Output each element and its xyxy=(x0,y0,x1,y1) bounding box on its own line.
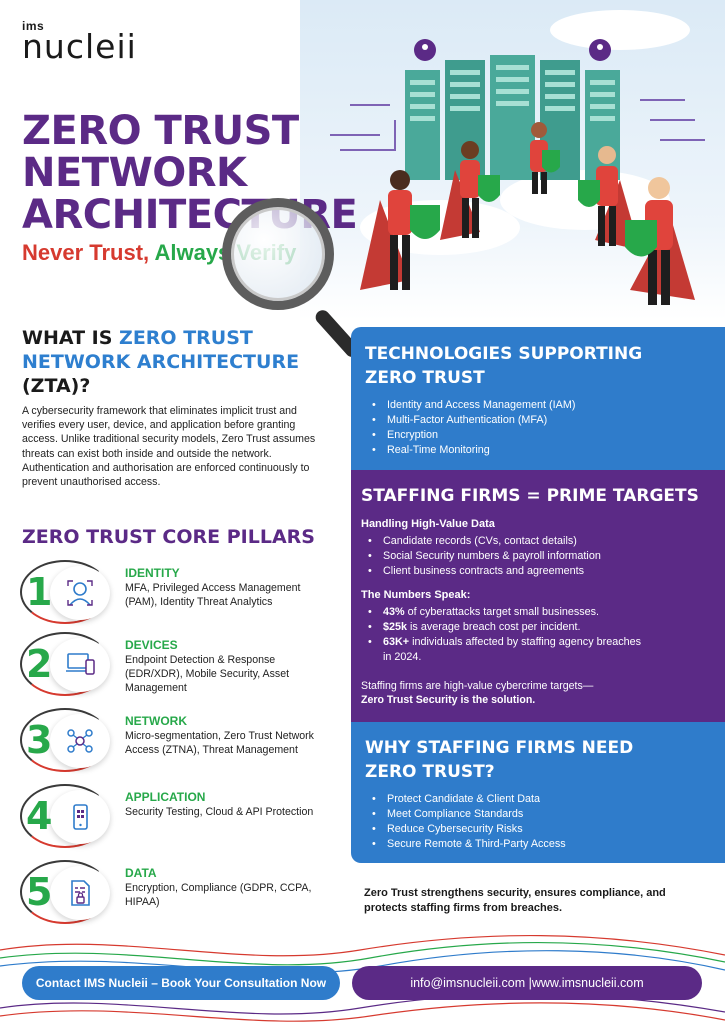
pillar-title: NETWORK xyxy=(125,714,187,728)
stat-text: of cyberattacks target small businesses. xyxy=(404,606,600,618)
pillar-arc xyxy=(20,708,110,772)
list-item: Identity and Access Management (IAM) xyxy=(365,398,725,413)
numbers-list: 43% of cyberattacks target small busines… xyxy=(361,605,651,665)
high-value-data-list: Candidate records (CVs, contact details)… xyxy=(361,534,725,579)
high-value-data-subheading: Handling High-Value Data xyxy=(361,518,495,530)
pillar-arc xyxy=(20,632,110,696)
hero-figures xyxy=(360,122,695,305)
heading-highlight-2: NETWORK ARCHITECTURE xyxy=(22,351,300,373)
staffing-heading: STAFFING FIRMS = PRIME TARGETS xyxy=(361,486,699,506)
list-item: Real-Time Monitoring xyxy=(365,443,725,458)
heading-prefix: WHAT IS xyxy=(22,327,120,349)
network-icon xyxy=(50,714,110,768)
numbers-subheading: The Numbers Speak: xyxy=(361,589,471,601)
ims-nucleii-logo: ims nucleii xyxy=(22,20,137,63)
list-item: $25k is average breach cost per incident… xyxy=(361,620,651,635)
cloud xyxy=(550,10,690,50)
stat-text: individuals affected by staffing agency … xyxy=(383,636,642,663)
list-item: 63K+ individuals affected by staffing ag… xyxy=(361,635,651,665)
pillar-number: 5 xyxy=(26,870,53,914)
contact-info-link[interactable]: info@imsnucleii.com |www.imsnucleii.com xyxy=(352,966,702,1000)
pillar-network: 3 NETWORK Micro-segmentation, Zero Trust… xyxy=(14,708,334,778)
pillar-arc xyxy=(20,784,110,848)
pillar-number: 2 xyxy=(26,642,53,686)
logo-big-text: nucleii xyxy=(22,27,137,66)
heading-highlight-1: ZERO TRUST xyxy=(119,327,253,349)
stat-value: 63K+ xyxy=(383,636,410,648)
pillar-description: Endpoint Detection & Response (EDR/XDR),… xyxy=(125,654,290,694)
core-pillars-heading: ZERO TRUST CORE PILLARS xyxy=(22,526,315,548)
list-item: Meet Compliance Standards xyxy=(365,807,725,822)
list-item: Protect Candidate & Client Data xyxy=(365,792,725,807)
technologies-panel: TECHNOLOGIES SUPPORTING ZERO TRUST Ident… xyxy=(351,327,725,470)
tagline-part-1: Never Trust, xyxy=(22,240,150,265)
mobile-app-icon xyxy=(50,790,110,844)
stat-text: is average breach cost per incident. xyxy=(407,621,581,633)
what-is-zta-body: A cybersecurity framework that eliminate… xyxy=(22,405,316,489)
hero-illustration xyxy=(300,0,725,320)
staffing-firms-panel: STAFFING FIRMS = PRIME TARGETS Handling … xyxy=(351,470,725,722)
list-item: Multi-Factor Authentication (MFA) xyxy=(365,413,725,428)
list-item: Social Security numbers & payroll inform… xyxy=(361,549,725,564)
pillar-title: DATA xyxy=(125,866,157,880)
title-line-2: NETWORK xyxy=(22,150,247,196)
why-list: Protect Candidate & Client Data Meet Com… xyxy=(365,792,725,852)
pillar-description: Micro-segmentation, Zero Trust Network A… xyxy=(125,730,314,756)
pillar-description: Security Testing, Cloud & API Protection xyxy=(125,806,314,818)
pillar-number: 3 xyxy=(26,718,53,762)
note-line-2: Zero Trust Security is the solution. xyxy=(361,694,536,706)
heading-suffix: (ZTA)? xyxy=(22,375,91,397)
pillar-description: MFA, Privileged Access Management (PAM),… xyxy=(125,582,301,608)
magnifier-icon xyxy=(222,198,334,310)
pillar-number: 1 xyxy=(26,570,53,614)
pillar-title: APPLICATION xyxy=(125,790,206,804)
pillar-arc xyxy=(20,560,110,624)
note-line-1: Staffing firms are high-value cybercrime… xyxy=(361,680,594,692)
decorative-waves xyxy=(0,935,725,1022)
user-identity-icon xyxy=(50,566,110,620)
server-heroes-graphic xyxy=(330,39,705,305)
pillar-devices: 2 DEVICES Endpoint Detection & Response … xyxy=(14,632,334,702)
why-heading: WHY STAFFING FIRMS NEED ZERO TRUST? xyxy=(365,738,634,782)
pillar-description: Encryption, Compliance (GDPR, CCPA, HIPA… xyxy=(125,882,312,908)
pillar-number: 4 xyxy=(26,794,53,838)
title-line-1: ZERO TRUST xyxy=(22,108,299,154)
pillar-data: 5 DATA Encryption, Compliance (GDPR, CCP… xyxy=(14,860,334,930)
pillar-arc xyxy=(20,860,110,924)
closing-statement: Zero Trust strengthens security, ensures… xyxy=(364,887,666,914)
list-item: Candidate records (CVs, contact details) xyxy=(361,534,725,549)
list-item: 43% of cyberattacks target small busines… xyxy=(361,605,651,620)
server-racks xyxy=(405,55,620,180)
staffing-note: Staffing firms are high-value cybercrime… xyxy=(361,679,691,707)
why-staffing-panel: WHY STAFFING FIRMS NEED ZERO TRUST? Prot… xyxy=(351,722,725,863)
technologies-list: Identity and Access Management (IAM) Mul… xyxy=(365,398,725,458)
technologies-heading: TECHNOLOGIES SUPPORTING ZERO TRUST xyxy=(365,344,643,388)
contact-button[interactable]: Contact IMS Nucleii – Book Your Consulta… xyxy=(22,966,340,1000)
list-item: Reduce Cybersecurity Risks xyxy=(365,822,725,837)
list-item: Secure Remote & Third-Party Access xyxy=(365,837,725,852)
what-is-zta-heading: WHAT IS ZERO TRUST NETWORK ARCHITECTURE … xyxy=(22,326,342,398)
list-item: Client business contracts and agreements xyxy=(361,564,725,579)
list-item: Encryption xyxy=(365,428,725,443)
stat-value: 43% xyxy=(383,606,405,618)
pillar-identity: 1 IDENTITY MFA, Privileged Access Manage… xyxy=(14,560,334,630)
data-file-icon xyxy=(50,866,110,920)
devices-icon xyxy=(50,638,110,692)
stat-value: $25k xyxy=(383,621,408,633)
pillar-title: IDENTITY xyxy=(125,566,180,580)
logo-small-text: ims xyxy=(22,19,45,33)
pillar-title: DEVICES xyxy=(125,638,178,652)
pillar-application: 4 APPLICATION Security Testing, Cloud & … xyxy=(14,784,334,854)
